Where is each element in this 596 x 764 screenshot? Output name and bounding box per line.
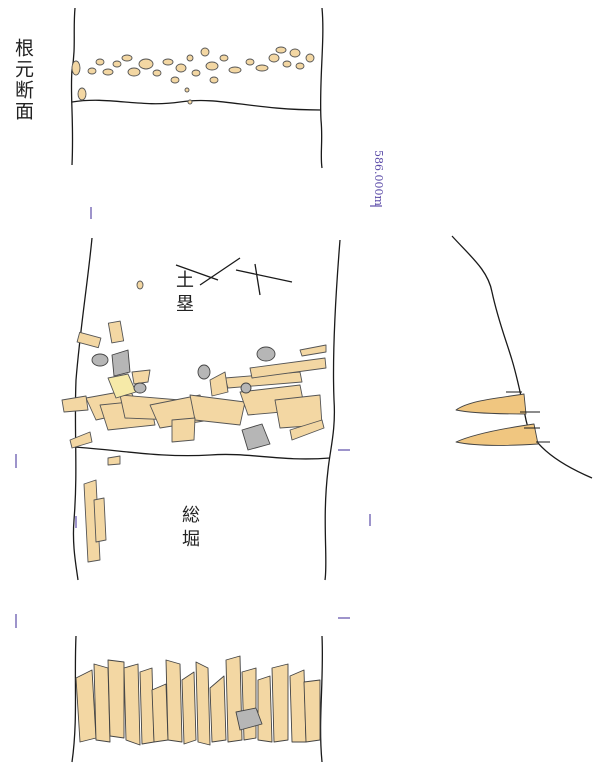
bot-right-edge (319, 635, 324, 763)
mid-ground-line (73, 446, 331, 460)
top-right-edge (319, 7, 324, 169)
top-section (70, 7, 324, 169)
middle-section (61, 237, 341, 581)
sobori-stones (83, 479, 107, 563)
top-left-edge (70, 7, 76, 166)
elevation-label: 586.000m (372, 150, 385, 206)
label-sobori: 総堀 (179, 505, 200, 553)
bottom-section (71, 635, 324, 763)
scratch-lines (175, 257, 293, 296)
section-title: 根元断面 (12, 38, 34, 122)
purple-markers (15, 205, 382, 628)
bot-left-edge (71, 635, 77, 763)
stake-lower (455, 423, 539, 446)
lining-stones (75, 655, 321, 746)
mid-left-edge (72, 237, 93, 581)
top-stones (71, 46, 315, 105)
slope-profile (451, 235, 593, 479)
stake-ticks (506, 391, 550, 443)
top-ground-line (71, 99, 322, 111)
gray-stones (91, 346, 276, 451)
gray-stone-bottom (235, 707, 263, 731)
dorui-stones (61, 280, 327, 466)
label-dorui: 土塁 (173, 270, 194, 318)
stake-upper (455, 393, 527, 415)
mid-right-edge (324, 239, 341, 581)
